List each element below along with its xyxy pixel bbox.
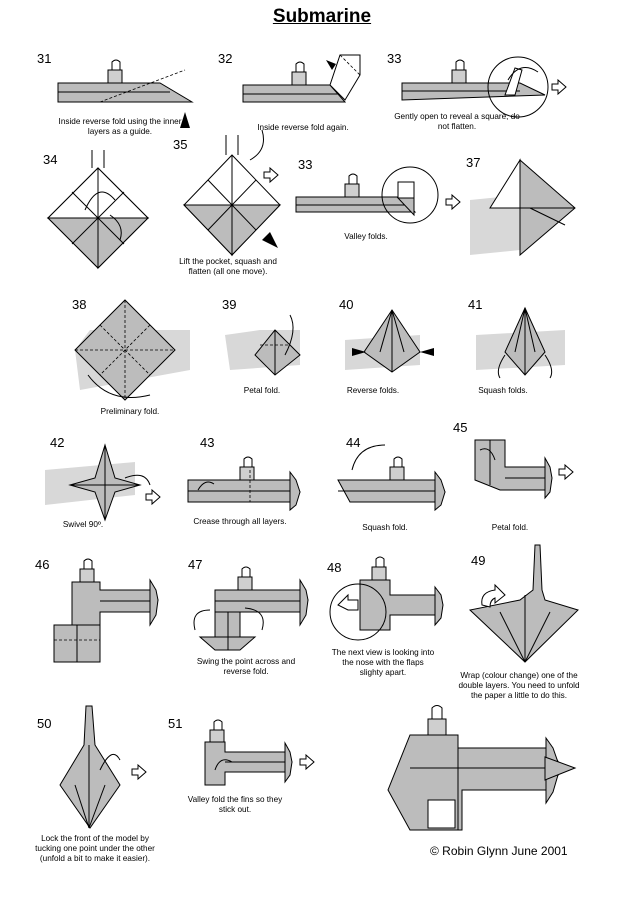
step-number: 37 (466, 155, 481, 170)
step-47-diagram (193, 566, 309, 651)
step-caption: Valley folds. (344, 232, 388, 241)
step-caption: Crease through all layers. (193, 517, 287, 526)
step-number: 46 (35, 557, 50, 572)
step-number: 31 (37, 51, 52, 66)
step-number: 35 (173, 137, 188, 152)
step-caption: Swivel 90º. (62, 520, 104, 529)
step-caption: The next view is looking into the nose w… (331, 648, 435, 677)
step-number: 50 (37, 716, 52, 731)
step-31-diagram (57, 59, 194, 128)
step-caption: Petal fold. (243, 386, 281, 395)
step-49-diagram (468, 544, 579, 663)
step-number: 38 (72, 297, 87, 312)
step-43-diagram (187, 456, 301, 512)
step-caption: Lock the front of the model by tucking o… (35, 834, 155, 863)
step-48-diagram (329, 556, 444, 641)
step-number: 33 (298, 157, 313, 172)
step-number: 34 (43, 152, 58, 167)
step-caption: Inside reverse fold again. (257, 123, 349, 132)
step-number: 43 (200, 435, 215, 450)
step-35-diagram (182, 129, 282, 257)
step-number: 42 (50, 435, 65, 450)
step-38-diagram (74, 299, 190, 401)
step-39-diagram (225, 314, 301, 376)
step-caption: Valley fold the fins so they stick out. (187, 795, 283, 814)
step-40-diagram (345, 309, 434, 373)
step-number: 32 (218, 51, 233, 66)
step-number: 39 (222, 297, 237, 312)
step-caption: Gently open to reveal a square, do not f… (394, 112, 520, 131)
step-37-diagram (470, 158, 576, 257)
step-caption: Lift the pocket, squash and flatten (all… (179, 257, 277, 276)
page-title: Submarine (272, 6, 372, 27)
step-42-diagram (45, 443, 161, 522)
step-caption: Reverse folds. (346, 386, 400, 395)
step-number: 49 (471, 553, 486, 568)
step-caption: Squash folds. (478, 386, 528, 395)
step-32-diagram (242, 54, 361, 103)
step-caption: Swing the point across and reverse fold. (196, 657, 296, 676)
step-33b-diagram (295, 166, 461, 224)
step-caption: Inside reverse fold using the inner laye… (58, 117, 182, 136)
step-number: 40 (339, 297, 354, 312)
step-caption: Wrap (colour change) one of the double l… (458, 671, 580, 700)
step-caption: Preliminary fold. (100, 407, 160, 416)
step-46-diagram (53, 558, 159, 663)
step-50-diagram (59, 705, 147, 829)
step-number: 51 (168, 716, 183, 731)
step-number: 41 (468, 297, 483, 312)
step-51-diagram (204, 719, 315, 786)
step-44-diagram (337, 444, 446, 512)
step-number: 47 (188, 557, 203, 572)
step-33a-diagram (401, 56, 567, 118)
step-number: 33 (387, 51, 402, 66)
step-41-diagram (476, 306, 565, 379)
step-34-diagram (46, 150, 150, 270)
step-number: 45 (453, 420, 468, 435)
step-caption: Petal fold. (491, 523, 529, 532)
step-caption: Squash fold. (362, 523, 408, 532)
copyright-credit: © Robin Glynn June 2001 (430, 844, 568, 858)
final-submarine-diagram (387, 705, 577, 831)
step-number: 48 (327, 560, 342, 575)
step-45-diagram (474, 439, 574, 500)
step-number: 44 (346, 435, 361, 450)
